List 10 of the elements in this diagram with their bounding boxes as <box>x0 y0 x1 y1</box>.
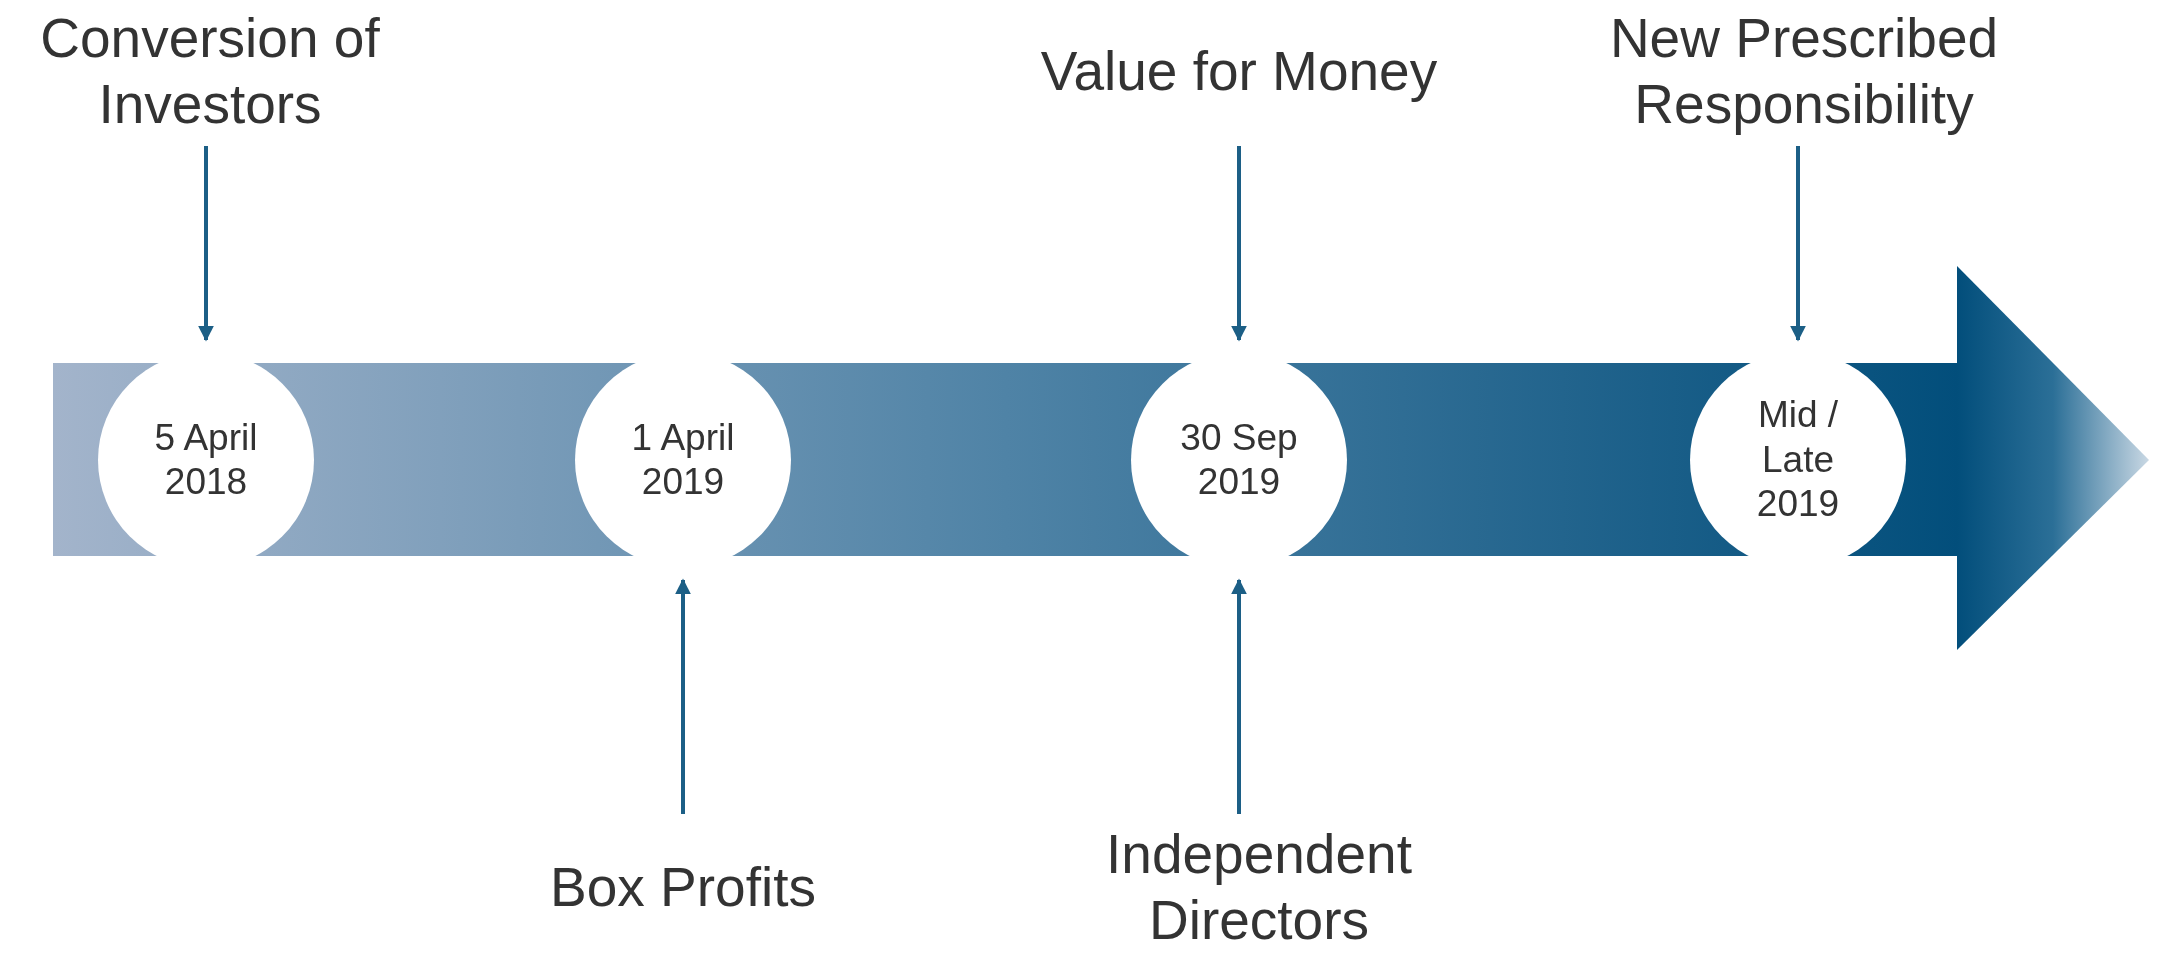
milestone-label: Independent Directors <box>1009 822 1509 952</box>
milestone-label: Box Profits <box>443 822 923 952</box>
arrow <box>198 146 214 342</box>
milestone-label: Value for Money <box>999 4 1479 138</box>
arrow <box>1231 146 1247 342</box>
arrow <box>675 578 691 814</box>
arrow <box>1231 578 1247 814</box>
milestone-label: Conversion of Investors <box>0 4 430 138</box>
arrow <box>1790 146 1806 342</box>
milestone-label: New Prescribed Responsibility <box>1544 4 2064 138</box>
